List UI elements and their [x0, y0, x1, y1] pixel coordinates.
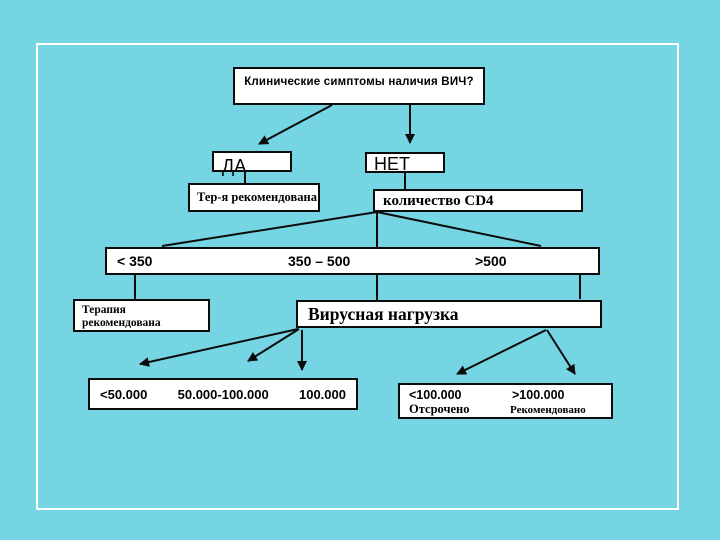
no-label: НЕТ [374, 154, 410, 174]
viral-left-v3: 100.000 [298, 387, 346, 402]
viral-right-decision1: Отсрочено [409, 402, 470, 416]
cd4-range-low: < 350 [117, 253, 153, 269]
viral-left-v2: 50.000-100.000 [177, 387, 269, 402]
cd4-count-box: количество CD4 [373, 189, 583, 212]
viral-left-v1: <50.000 [100, 387, 148, 402]
cd4-ranges-box: < 350 350 – 500 >500 [105, 247, 600, 275]
question-label: Клинические симптомы наличия ВИЧ? [244, 76, 474, 88]
cd4-range-high: >500 [475, 253, 507, 269]
viral-right-decision2: Рекомендовано [510, 404, 586, 416]
cd4-count-label: количество CD4 [383, 193, 494, 209]
viral-right-v2: >100.000 [512, 388, 565, 402]
therapy-short-label: Тер-я рекомендована [197, 190, 317, 204]
viral-values-left-box: <50.000 50.000-100.000 100.000 [88, 378, 358, 410]
viral-load-box: Вирусная нагрузка [296, 300, 602, 328]
viral-values-right-box: <100.000 >100.000 Отсрочено Рекомендован… [398, 383, 613, 419]
yes-label: ДА [222, 156, 247, 176]
therapy-full-box: Терапия рекомендована [73, 299, 210, 332]
therapy-full-line1: Терапия [82, 304, 126, 316]
therapy-full-line2: рекомендована [82, 317, 161, 329]
slide-frame-border [36, 43, 679, 510]
no-box: НЕТ [365, 152, 445, 174]
viral-load-label: Вирусная нагрузка [308, 304, 459, 324]
question-box: Клинические симптомы наличия ВИЧ? [233, 67, 485, 105]
viral-right-v1: <100.000 [409, 388, 462, 402]
therapy-short-box: Тер-я рекомендована [188, 183, 320, 212]
cd4-range-mid: 350 – 500 [288, 253, 351, 269]
yes-box: ДА [212, 151, 292, 176]
